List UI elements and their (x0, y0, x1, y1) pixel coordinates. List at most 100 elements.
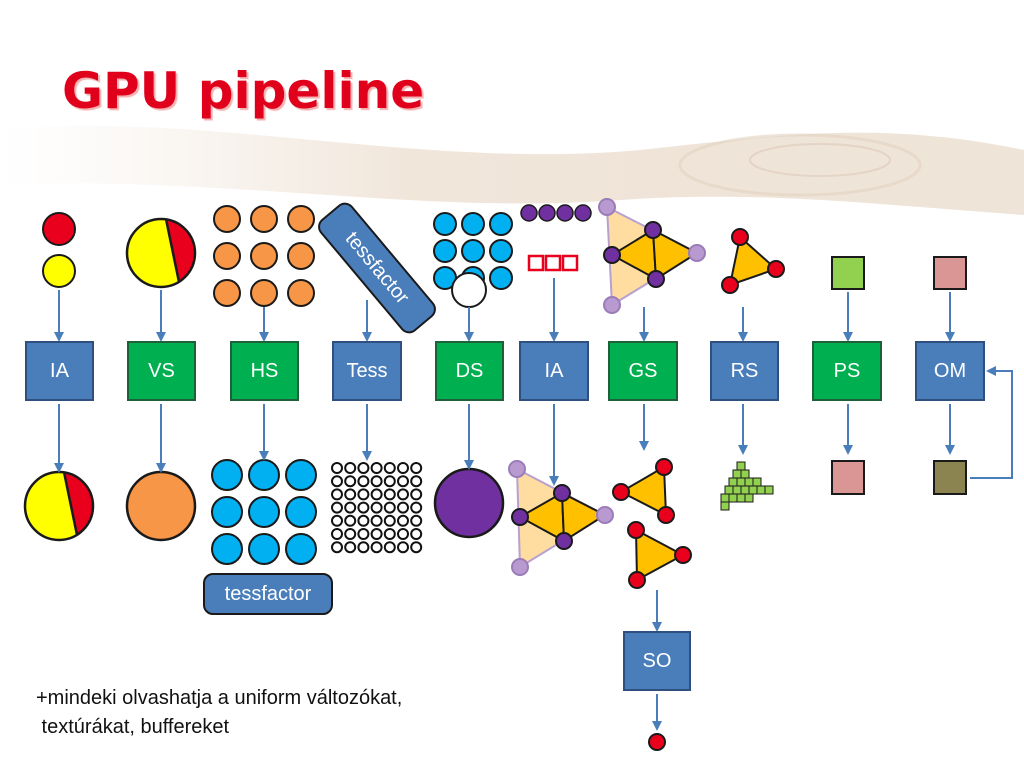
tess-point (397, 475, 409, 488)
tess-point (370, 514, 383, 527)
fragment-pixel (724, 485, 734, 495)
tess-point (344, 488, 357, 501)
tess-point (397, 541, 409, 554)
om-input-fragment (933, 256, 967, 290)
tess-point (410, 528, 423, 540)
tess-point (331, 528, 343, 540)
tess-point (383, 475, 396, 488)
footnote-line-1: +mindeki olvashatja a uniform változókat… (36, 687, 403, 709)
ps-output-fragment (831, 460, 865, 495)
ds-input-points (433, 212, 513, 308)
stage-so: SO (623, 631, 691, 691)
tess-point (357, 475, 370, 488)
tess-point (357, 528, 370, 540)
stage-ds: DS (435, 341, 504, 401)
tess-point (331, 501, 343, 514)
tess-output-points (331, 462, 423, 554)
ds-output-vertex (433, 467, 505, 539)
tess-point (397, 462, 409, 474)
tess-point (410, 501, 423, 514)
tess-point (397, 514, 409, 527)
footnote: +mindeki olvashatja a uniform változókat… (36, 684, 402, 742)
stage-om: OM (915, 341, 985, 401)
tess-point (357, 501, 370, 514)
tess-point (331, 514, 343, 527)
ia-output-vertex (23, 470, 95, 542)
fragment-pixel (736, 461, 746, 471)
tess-point (370, 462, 383, 474)
tess-point (370, 528, 383, 540)
fragment-pixel (728, 477, 738, 487)
gs-output-triangle-2 (627, 521, 692, 589)
fragment-pixel (736, 477, 746, 487)
tess-point (344, 541, 357, 554)
tess-point (383, 541, 396, 554)
fragment-pixel (736, 493, 746, 503)
stage-ia-2: IA (519, 341, 589, 401)
tess-point (331, 475, 343, 488)
tess-point (344, 514, 357, 527)
tess-point (383, 528, 396, 540)
tess-point (357, 541, 370, 554)
fragment-pixel (720, 501, 730, 511)
tess-point (344, 528, 357, 540)
tess-point (410, 514, 423, 527)
tess-point (410, 475, 423, 488)
slide-title: GPU pipeline (62, 62, 425, 120)
tess-point (410, 541, 423, 554)
fragment-pixel (740, 469, 750, 479)
tess-point (370, 488, 383, 501)
tess-point (397, 528, 409, 540)
fragment-pixel (756, 485, 766, 495)
pipeline-arrows (54, 278, 1013, 731)
stage-tess: Tess (332, 341, 402, 401)
tess-point (357, 462, 370, 474)
stage-ps: PS (812, 341, 882, 401)
tess-point (370, 501, 383, 514)
fragment-pixel (728, 493, 738, 503)
om-output-pixel (933, 460, 967, 495)
tess-point (383, 514, 396, 527)
tess-point (410, 488, 423, 501)
tess-point (397, 488, 409, 501)
tess-point (397, 501, 409, 514)
ia2-output-triangle (508, 460, 614, 576)
ia2-input-vertices (520, 204, 592, 222)
tess-point (383, 501, 396, 514)
stage-hs: HS (230, 341, 299, 401)
so-output-vertex (648, 733, 666, 751)
tess-point (357, 514, 370, 527)
ia2-input-indices (527, 254, 579, 272)
rs-output-fragments (720, 461, 774, 511)
tess-point (383, 462, 396, 474)
fragment-pixel (732, 485, 742, 495)
tess-point (331, 462, 343, 474)
tess-point (370, 541, 383, 554)
fragment-pixel (744, 477, 754, 487)
stage-vs: VS (127, 341, 196, 401)
fragment-pixel (748, 485, 758, 495)
hs-output-control-points (211, 459, 317, 565)
tess-point (357, 488, 370, 501)
gs-output-triangle-1 (612, 458, 675, 524)
fragment-pixel (744, 493, 754, 503)
footnote-line-2: textúrákat, buffereket (36, 716, 230, 738)
tessfactor-label-bottom: tessfactor (203, 573, 333, 615)
hs-input-control-points (213, 205, 315, 307)
fragment-pixel (720, 493, 730, 503)
tess-point (331, 488, 343, 501)
tess-point (410, 462, 423, 474)
fragment-pixel (752, 477, 762, 487)
vs-output-vertex (125, 470, 197, 542)
fragment-pixel (740, 485, 750, 495)
tess-point (344, 501, 357, 514)
vs-input-vertex (125, 217, 197, 289)
rs-input-triangle (721, 228, 785, 294)
tess-point (383, 488, 396, 501)
fragment-pixel (764, 485, 774, 495)
tess-point (331, 541, 343, 554)
gs-input-triangle (598, 198, 706, 314)
stage-rs: RS (710, 341, 779, 401)
